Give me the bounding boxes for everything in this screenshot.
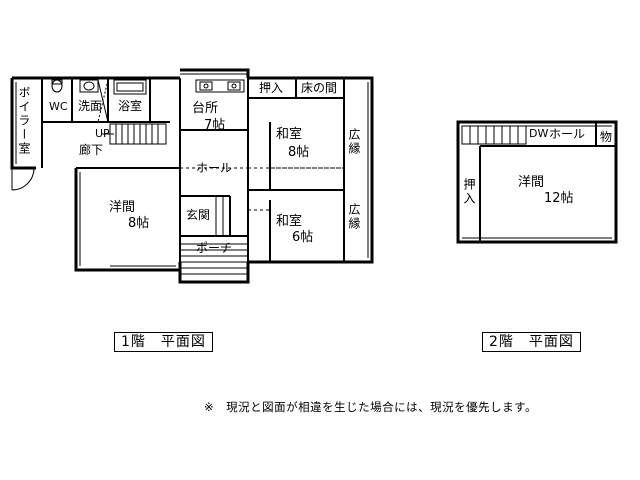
room-youma-2f-size: 12帖: [544, 191, 574, 206]
room-washitsu1: 和室: [276, 127, 303, 142]
room-washitsu2-size: 6帖: [292, 230, 314, 245]
room-youma-1f-size: 8帖: [128, 216, 150, 231]
floor1-outer-walls: [10, 68, 374, 284]
room-genkan: 玄関: [186, 208, 211, 222]
room-boiler: ボイラー室: [17, 86, 31, 156]
floor2-outer-walls: [456, 120, 618, 244]
room-youma-2f: 洋間: [518, 175, 545, 190]
room-tokonoma: 床の間: [301, 81, 338, 95]
stairs-up-label: UP: [95, 127, 110, 140]
genkan-steps: [180, 196, 248, 275]
room-washitsu1-size: 8帖: [288, 145, 310, 160]
room-wc: WC: [49, 100, 68, 113]
room-oshiire-2f: 押入: [462, 178, 476, 206]
room-hiroen2: 広縁: [347, 203, 361, 231]
floor1-stairs: [102, 123, 167, 145]
bathtub: [97, 79, 147, 123]
floor2-stairs: [461, 125, 527, 145]
floor1-interior-walls: [41, 78, 345, 262]
kitchen-counter: [195, 79, 245, 93]
room-senmen: 洗面: [78, 99, 103, 113]
room-porch: ポーチ: [196, 241, 233, 255]
room-mono: 物: [600, 130, 613, 144]
room-dw: DW: [529, 127, 549, 140]
floor2-interior: [479, 122, 616, 242]
room-daidokoro: 台所: [192, 101, 219, 116]
room-hiroen1: 広縁: [347, 128, 361, 156]
room-hall-1f: ホール: [196, 161, 233, 175]
room-oshiire-1f: 押入: [259, 81, 284, 95]
room-rouka: 廊下: [79, 143, 104, 157]
wc-fixture: [51, 79, 99, 93]
room-yokushitsu: 浴室: [118, 99, 143, 113]
disclaimer-note: ※ 現況と図面が相違を生じた場合には、現況を優先します。: [204, 400, 537, 414]
floor1-wall-doubles: [15, 73, 369, 267]
room-youma-1f: 洋間: [109, 200, 136, 215]
room-daidokoro-size: 7帖: [204, 118, 226, 133]
floor1-dashes: [180, 167, 344, 211]
room-hall-2f: ホール: [549, 127, 586, 141]
floor2-title: 2階 平面図: [482, 332, 581, 352]
floor1-title: 1階 平面図: [114, 332, 213, 352]
room-washitsu2: 和室: [276, 214, 303, 229]
boiler-door: [11, 167, 35, 191]
